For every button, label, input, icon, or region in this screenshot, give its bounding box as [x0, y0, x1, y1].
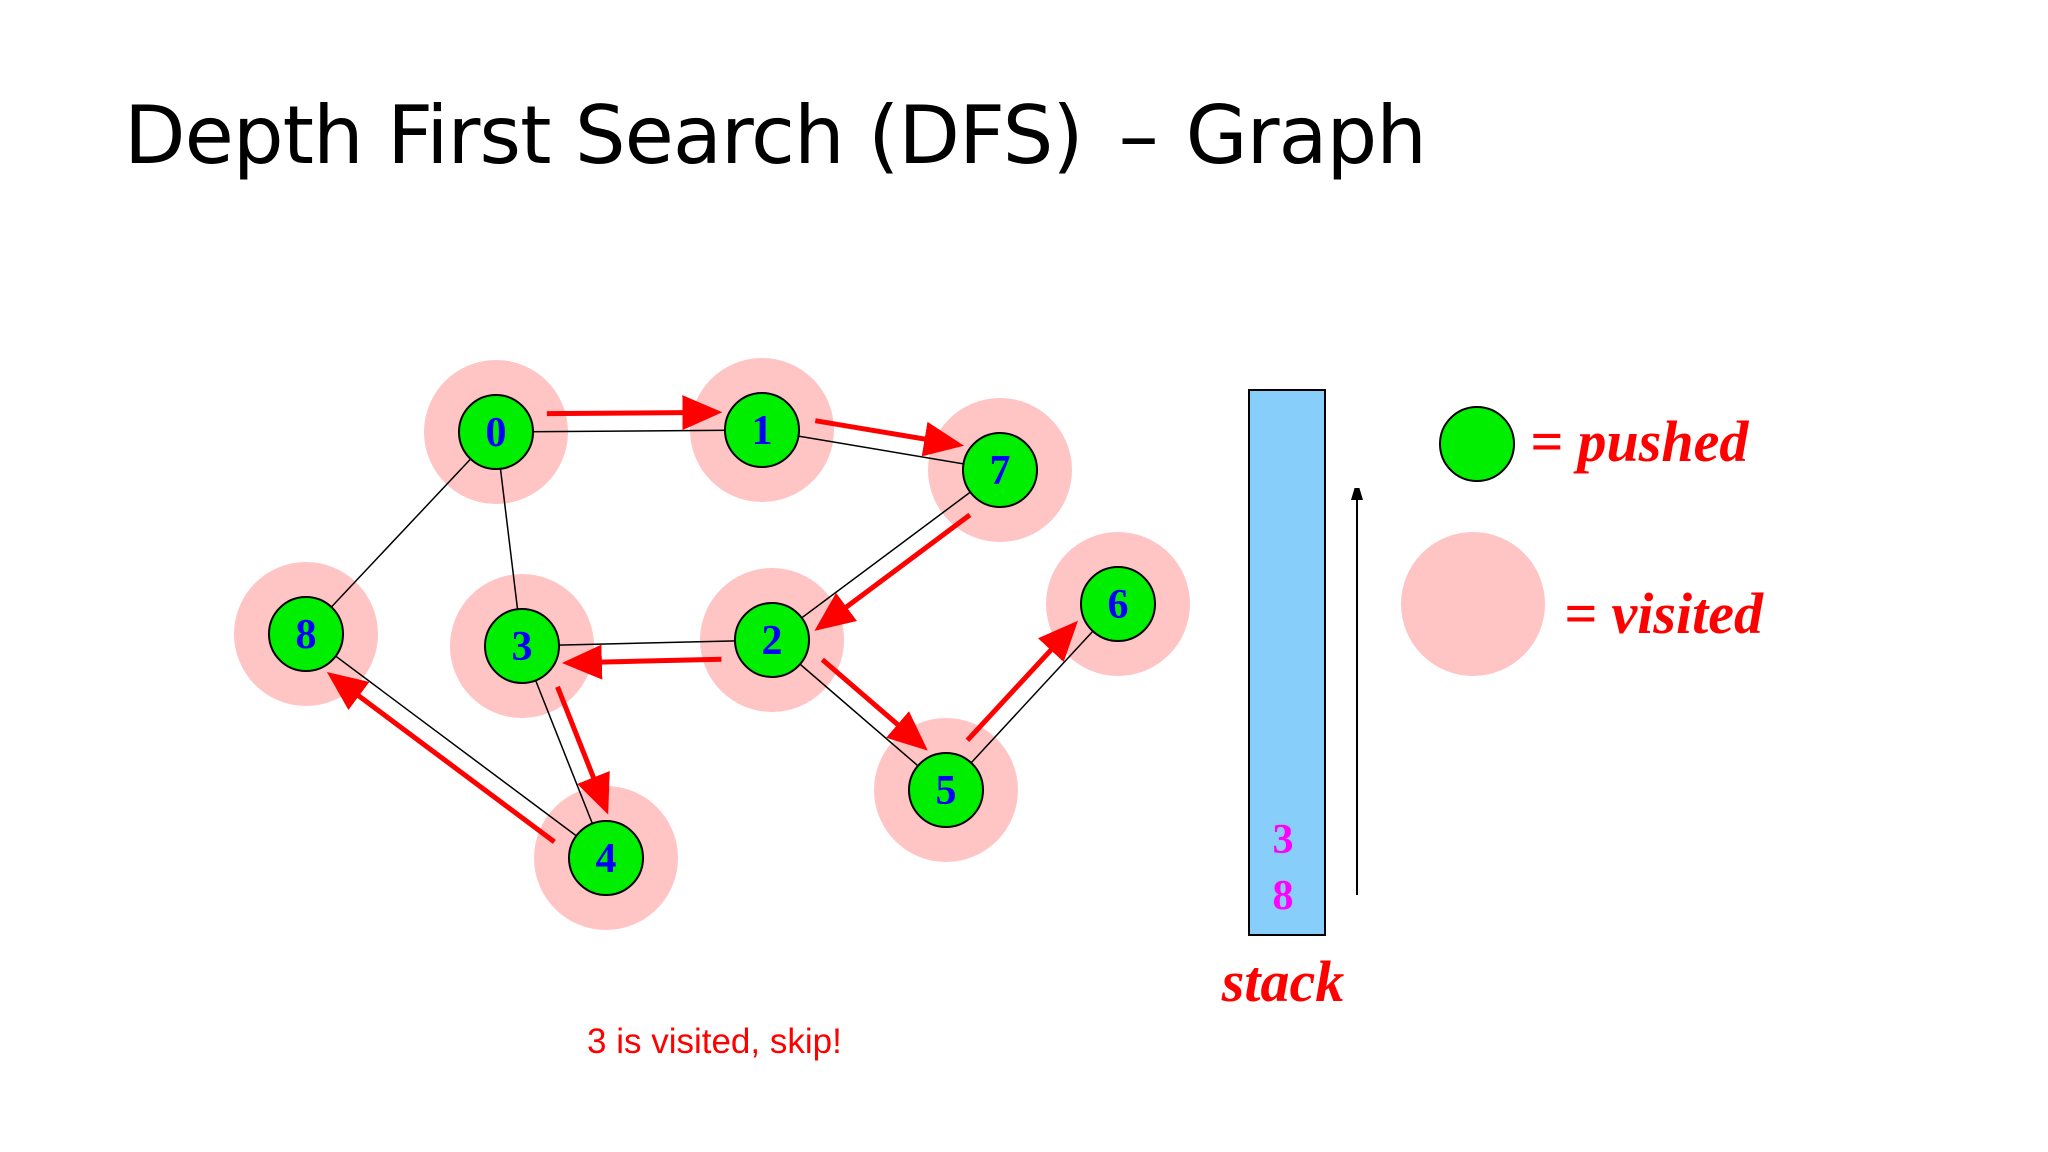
traversal-arrow-0-1	[546, 395, 723, 431]
node-circle-2	[734, 602, 810, 678]
node-label: 3	[512, 624, 533, 670]
node-circle-5	[908, 752, 984, 828]
node-label: 0	[486, 410, 507, 456]
graph-node-6: 6	[1080, 566, 1156, 642]
legend: = pushed = visited	[1401, 406, 1764, 676]
traversal-arrow-2-5	[820, 657, 928, 751]
node-circle-1	[724, 392, 800, 468]
title-main: Depth First Search (DFS)	[124, 89, 1084, 182]
graph-node-5: 5	[908, 752, 984, 828]
edge-5-6	[945, 603, 1119, 791]
node-label: 2	[762, 618, 783, 664]
node-label: 1	[752, 408, 773, 454]
graph-node-3: 3	[484, 608, 560, 684]
graph-node-8: 8	[268, 596, 344, 672]
node-label: 6	[1108, 582, 1129, 628]
node-circle-6	[1080, 566, 1156, 642]
legend-visited-icon	[1401, 532, 1545, 676]
node-circle-8	[268, 596, 344, 672]
node-label: 5	[936, 768, 957, 814]
node-circle-7	[962, 432, 1038, 508]
stack-label: stack	[1221, 949, 1344, 1014]
edge-4-8	[305, 633, 607, 859]
edge-1-7	[761, 429, 1001, 471]
slide-title: Depth First Search (DFS)–Graph	[124, 89, 1427, 182]
caption: 3 is visited, skip!	[587, 1022, 842, 1061]
node-circle-3	[484, 608, 560, 684]
graph-node-0: 0	[458, 394, 534, 470]
visited-halos	[234, 358, 1190, 930]
edge-0-1	[495, 429, 763, 433]
traversal-arrows	[326, 395, 1078, 844]
traversal-arrow-3-4	[555, 685, 610, 815]
traversal-arrow-2-3	[561, 644, 722, 680]
legend-visited-label: = visited	[1564, 581, 1764, 646]
stack-panel: 3 8 stack	[1221, 389, 1357, 1014]
traversal-arrow-7-2	[814, 512, 972, 631]
node-label: 4	[596, 836, 617, 882]
stack-item: 3	[1273, 817, 1294, 863]
graph-node-1: 1	[724, 392, 800, 468]
graph-nodes: 0 1 7 8 3 2 6 5 4	[268, 392, 1156, 896]
title-sub: Graph	[1185, 89, 1427, 182]
stack-item: 8	[1273, 873, 1294, 919]
node-label: 8	[296, 612, 317, 658]
edge-3-4	[521, 645, 607, 859]
edge-7-2	[771, 469, 1001, 641]
traversal-arrow-1-7	[814, 418, 965, 457]
edge-0-8	[305, 431, 497, 635]
traversal-arrow-4-8	[326, 672, 556, 844]
title-dash: –	[1118, 89, 1159, 182]
legend-pushed-icon	[1439, 406, 1515, 482]
node-circle-0	[458, 394, 534, 470]
traversal-arrow-5-6	[965, 620, 1078, 743]
stack-container	[1248, 389, 1326, 936]
node-label: 7	[990, 448, 1011, 494]
edge-2-5	[771, 639, 947, 791]
graph-node-2: 2	[734, 602, 810, 678]
node-circle-4	[568, 820, 644, 896]
graph-node-7: 7	[962, 432, 1038, 508]
legend-pushed-label: = pushed	[1530, 409, 1749, 474]
graph-node-4: 4	[568, 820, 644, 896]
